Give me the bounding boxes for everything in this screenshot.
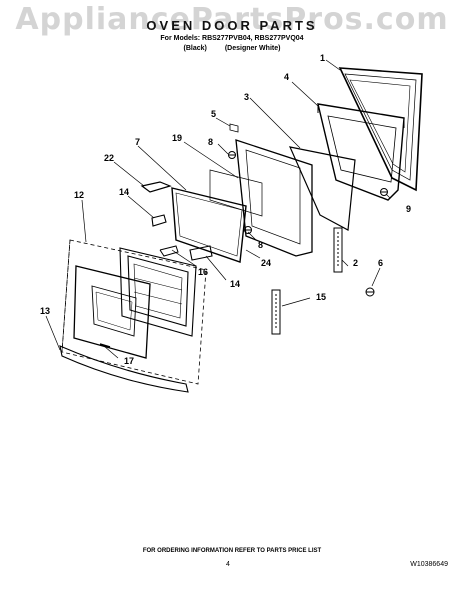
ordering-note: FOR ORDERING INFORMATION REFER TO PARTS …: [142, 548, 322, 554]
model-list: For Models: RBS277PVB04, RBS277PVQ04: [160, 35, 304, 42]
part-window-frame: [317, 103, 405, 201]
part-inner-panel: [119, 247, 197, 337]
screw-8b: [244, 226, 252, 234]
screw-6: [365, 287, 375, 297]
callout-8-lower: 8: [258, 240, 263, 250]
callout-22: 22: [104, 153, 114, 163]
callout-labels: 1 2 3 4 5 6 7 8 8 9 12 13 14 14 15 16 17…: [40, 53, 411, 366]
variant-white: (Designer White): [224, 45, 281, 52]
color-variants: (Black) (Designer White): [0, 45, 464, 52]
callout-15: 15: [316, 292, 326, 302]
callout-12: 12: [74, 190, 84, 200]
leader-lines: [45, 59, 391, 359]
variant-black: (Black): [183, 45, 207, 52]
callout-8-upper: 8: [208, 137, 213, 147]
callout-3: 3: [244, 92, 249, 102]
screw-8a: [228, 151, 236, 159]
part-clip-upper: [151, 214, 167, 227]
part-inner-door: [209, 139, 313, 257]
part-front-panel: [73, 265, 151, 359]
part-glass-panel: [288, 146, 356, 231]
part-door-assembly: [61, 239, 207, 385]
callout-1: 1: [320, 53, 325, 63]
callout-13: 13: [40, 306, 50, 316]
callout-6: 6: [378, 258, 383, 268]
part-door-frame: [338, 67, 423, 192]
part-bracket: [229, 123, 239, 133]
callout-16: 16: [198, 267, 208, 277]
part-hinge-piece: [159, 245, 179, 257]
part-hinge-right: [333, 227, 343, 273]
page-number: 4: [226, 561, 230, 568]
callout-14-lower: 14: [230, 279, 240, 289]
callout-4: 4: [284, 72, 289, 82]
callout-5: 5: [211, 109, 216, 119]
part-door-glass: [171, 187, 247, 263]
callout-17: 17: [124, 356, 134, 366]
callout-2: 2: [353, 258, 358, 268]
callout-19: 19: [172, 133, 182, 143]
callout-7: 7: [135, 137, 140, 147]
part-hinge-lower: [271, 289, 281, 335]
screw-9: [380, 188, 388, 196]
document-number: W10386649: [410, 561, 448, 568]
page-title: OVEN DOOR PARTS: [146, 18, 318, 33]
watermark-text: AppliancePartsPros.com: [15, 2, 449, 37]
part-clip-lower: [189, 245, 213, 261]
callout-24: 24: [261, 258, 271, 268]
part-handle-pad: [140, 181, 172, 193]
callout-14-upper: 14: [119, 187, 129, 197]
part-bottom-trim: [59, 345, 189, 393]
callout-9: 9: [406, 204, 411, 214]
